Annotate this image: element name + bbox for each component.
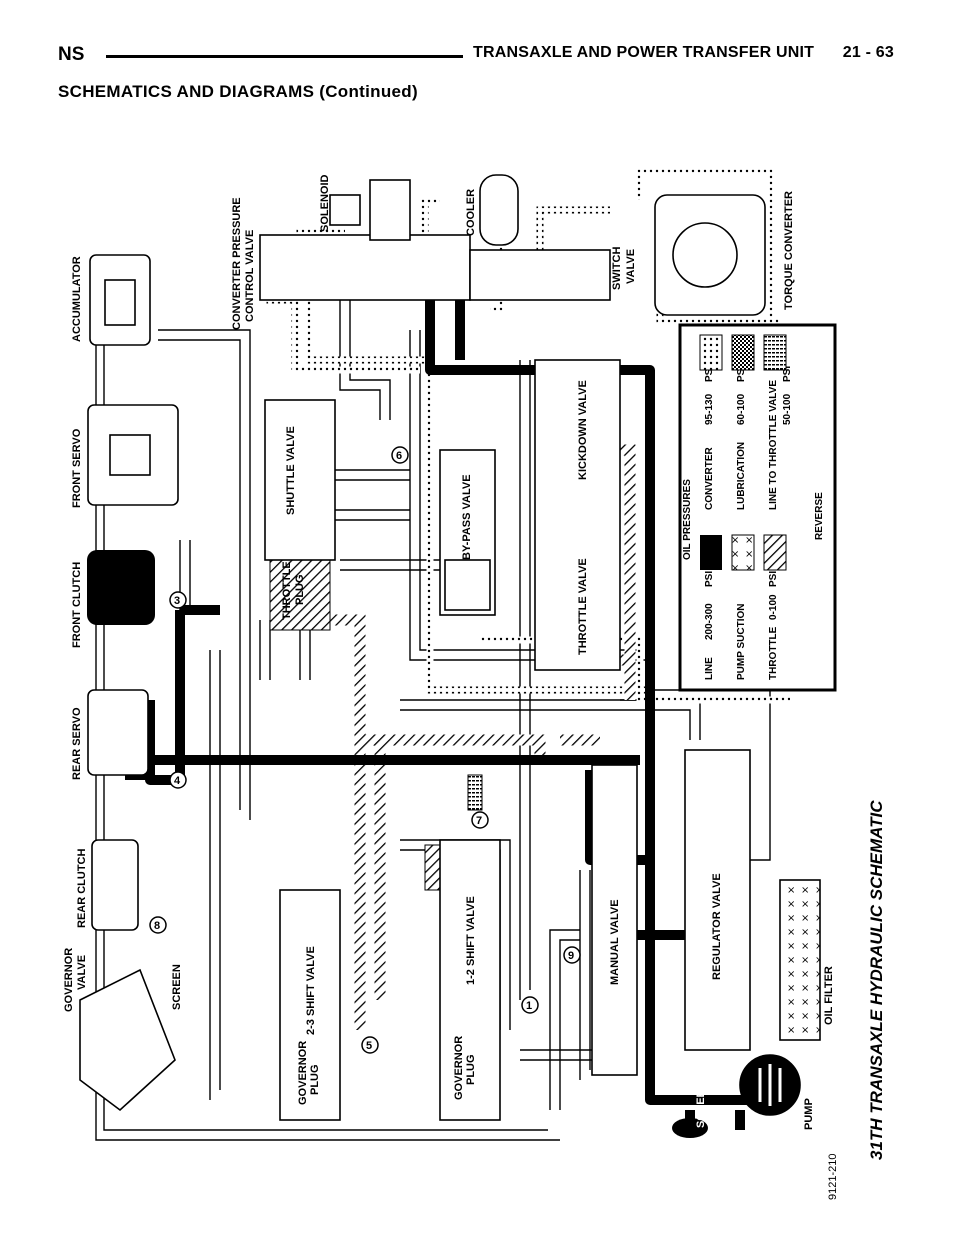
label-bypass-valve: BY-PASS VALVE <box>461 474 473 560</box>
subheading: SCHEMATICS AND DIAGRAMS (Continued) <box>58 82 418 101</box>
legend-suction-name: PUMP SUCTION <box>736 604 747 681</box>
legend-converter-unit: PSI <box>704 366 715 382</box>
label-switch-2: VALVE <box>625 249 637 284</box>
port-circle-6 <box>391 446 409 464</box>
components <box>79 174 837 1121</box>
legend-converter-name: CONVERTER <box>704 446 715 510</box>
label-screen-top: SCREEN <box>171 964 183 1010</box>
port-number-6: 6 <box>396 450 402 462</box>
legend-throttle-range: 0-100 <box>768 594 779 620</box>
port-numbers: 3 4 8 5 6 7 1 9 <box>149 446 581 1054</box>
pump-detail <box>672 1064 782 1138</box>
legend-line-range: 200-300 <box>704 603 715 640</box>
label-gov-plug-a1: GOVERNOR <box>297 1041 309 1105</box>
port-number-7: 8 <box>154 920 160 932</box>
legend-lube-unit: PSI <box>736 366 747 382</box>
label-front-clutch: FRONT CLUTCH <box>71 562 83 648</box>
port-number-1: 1 <box>526 1000 532 1012</box>
port-number-8: 7 <box>476 815 482 827</box>
label-cpcv-2: CONTROL VALVE <box>244 230 256 322</box>
figure-caption: 31TH TRANSAXLE HYDRAULIC SCHEMATIC <box>867 800 886 1160</box>
port-circle-9 <box>563 946 581 964</box>
legend-title: OIL PRESSURES <box>682 479 693 560</box>
front-clutch-piston <box>87 550 155 625</box>
port-circle-8 <box>471 811 489 829</box>
legend-line-name: LINE <box>704 657 715 680</box>
port-number-9: 9 <box>568 950 574 962</box>
label-screen-bottom: SCREEN <box>695 1082 707 1128</box>
legend-lube-name: LUBRICATION <box>736 442 747 510</box>
port-circle-4 <box>169 771 187 789</box>
label-kickdown-valve: KICKDOWN VALVE <box>577 380 589 480</box>
throttle-plug-fill <box>269 559 331 631</box>
label-throttle-valve: THROTTLE VALVE <box>577 558 589 655</box>
label-solenoid: SOLENOID <box>319 174 331 232</box>
label-throttle-plug-1: THROTTLE <box>281 561 293 620</box>
legend-mode: REVERSE <box>814 492 825 540</box>
legend-swatch-converter <box>699 334 723 371</box>
section-title: TRANSAXLE AND POWER TRANSFER UNIT <box>473 44 815 61</box>
label-governor-1: GOVERNOR <box>63 948 75 1012</box>
legend-swatch-line <box>700 535 722 570</box>
label-gov-plug-a2: PLUG <box>309 1064 321 1095</box>
label-throttle-plug-2: PLUG <box>294 574 306 605</box>
port-number-4: 4 <box>174 775 181 787</box>
legend-ltt-name: LINE TO THROTTLE VALVE <box>768 380 779 510</box>
legend-throttle-name: THROTTLE <box>768 626 779 680</box>
label-governor-2: VALVE <box>76 955 88 990</box>
port-number-5: 5 <box>366 1040 372 1052</box>
page-number: 21 - 63 <box>842 44 894 61</box>
legend-ltt-unit: PSI <box>782 366 793 382</box>
label-rear-servo: REAR SERVO <box>71 707 83 780</box>
figure-id: 9121-210 <box>827 1154 839 1201</box>
port-circle-7 <box>149 916 167 934</box>
legend-line-unit: PSI <box>704 571 715 587</box>
label-front-servo: FRONT SERVO <box>71 428 83 508</box>
port-circle-3 <box>169 591 187 609</box>
label-shift-12: 1-2 SHIFT VALVE <box>465 896 477 985</box>
manual-code: NS <box>58 44 85 65</box>
label-shuttle-valve: SHUTTLE VALVE <box>285 426 297 515</box>
label-accumulator: ACCUMULATOR <box>71 256 83 342</box>
legend-ltt-range: 50-100 <box>782 393 793 425</box>
component-labels: ACCUMULATOR FRONT SERVO FRONT CLUTCH REA… <box>63 174 835 1130</box>
port-circle-1 <box>521 996 539 1014</box>
label-cpcv-1: CONVERTER PRESSURE <box>231 197 243 330</box>
legend-swatch-suction <box>731 534 755 571</box>
legend-swatch-throttle <box>763 534 787 571</box>
label-gov-plug-b1: GOVERNOR <box>453 1036 465 1100</box>
line-to-throttle-fill <box>467 774 483 811</box>
label-manual-valve: MANUAL VALVE <box>609 899 621 985</box>
legend-swatch-ltt <box>763 334 787 371</box>
label-gov-plug-b2: PLUG <box>465 1054 477 1085</box>
label-oil-filter: OIL FILTER <box>823 966 835 1025</box>
port-number-3: 3 <box>174 595 180 607</box>
port-circle-5 <box>361 1036 379 1054</box>
label-rear-clutch: REAR CLUTCH <box>76 849 88 928</box>
legend-swatch-lube <box>731 334 755 371</box>
label-regulator-valve: REGULATOR VALVE <box>711 873 723 980</box>
page-header: NS TRANSAXLE AND POWER TRANSFER UNIT 21 … <box>58 44 894 74</box>
header-right: TRANSAXLE AND POWER TRANSFER UNIT 21 - 6… <box>463 44 894 62</box>
label-torque-converter: TORQUE CONVERTER <box>783 191 795 310</box>
label-pump: PUMP <box>803 1098 815 1130</box>
label-cooler: COOLER <box>465 189 477 236</box>
label-shift-23: 2-3 SHIFT VALVE <box>305 946 317 1035</box>
legend: OIL PRESSURES LINE 200-300 PSI PUMP SUCT… <box>682 334 825 681</box>
legend-converter-range: 95-130 <box>704 393 715 425</box>
label-switch-1: SWITCH <box>611 247 623 290</box>
legend-throttle-unit: PSI <box>768 571 779 587</box>
legend-lube-range: 60-100 <box>736 393 747 425</box>
